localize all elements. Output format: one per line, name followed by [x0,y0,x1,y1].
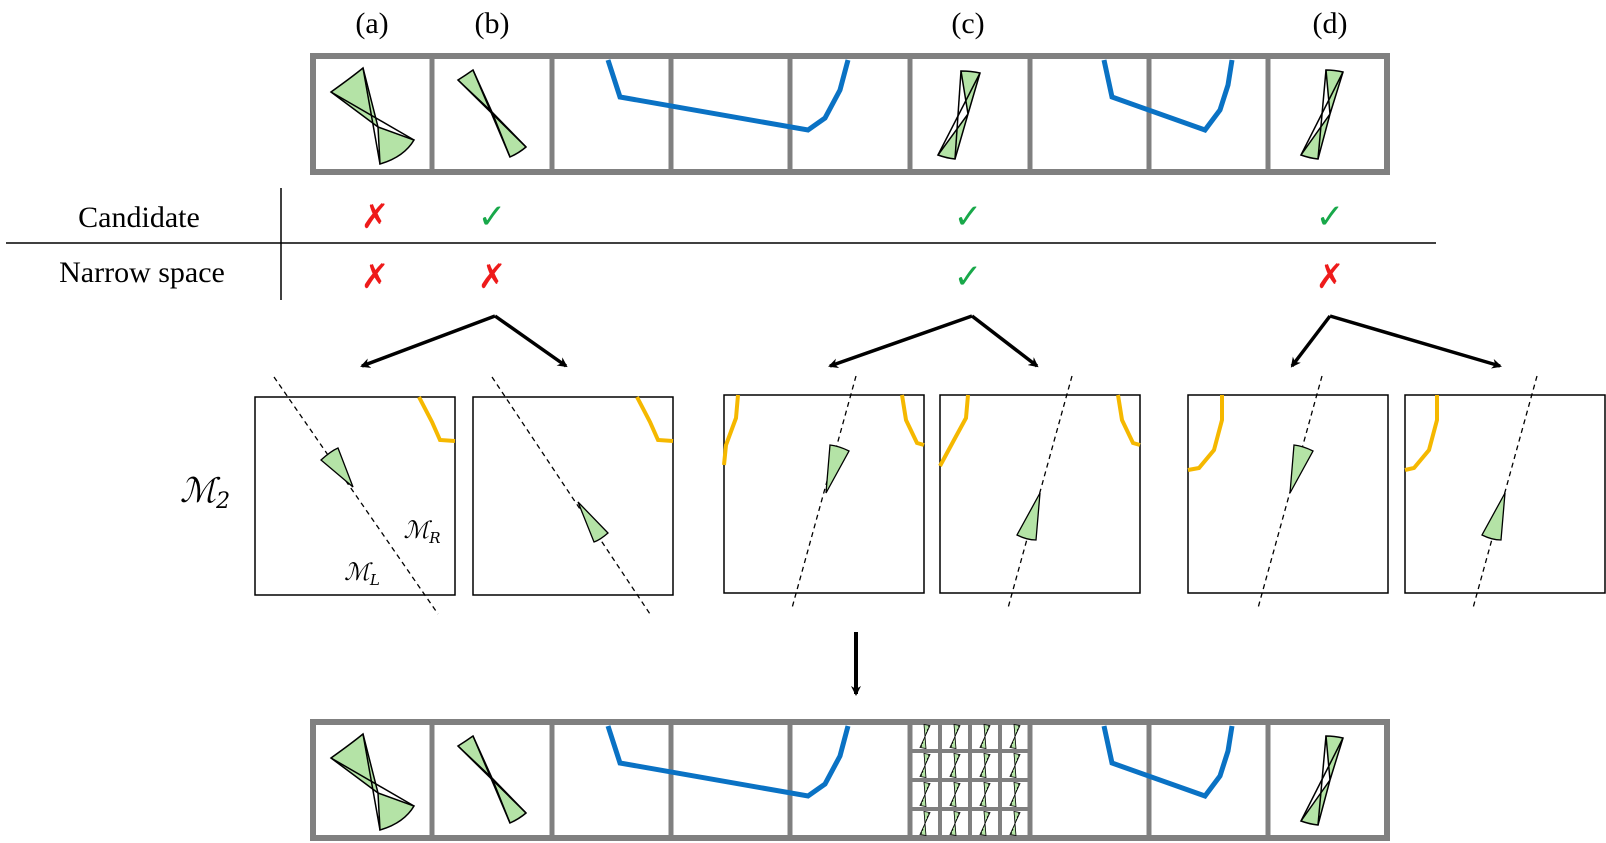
mini-wedge-icon [979,782,991,807]
split-arrows [360,314,1502,369]
submap-c-left [722,375,925,609]
candidate-c-check-icon: ✓ [954,197,983,237]
mini-wedge-icon [919,753,931,778]
status-table: Candidate Narrow space ✗ ✓ ✓ ✓ ✗ ✗ ✓ ✗ [6,188,1436,300]
submap-b-right [472,376,674,615]
bottom-wedge-icon-b [456,734,528,825]
column-label-b: (b) [475,7,510,40]
submap-d-left [1187,375,1389,609]
mini-wedge-icon [919,782,931,807]
blue-path-2 [1101,59,1235,133]
mini-wedge-icon [979,724,991,749]
narrow-d-cross-icon: ✗ [1316,257,1345,297]
mini-wedge-icon [949,753,961,778]
bottom-blue-path-1 [605,725,851,799]
top-grid-strip [310,53,1390,175]
candidate-b-check-icon: ✓ [478,197,507,237]
mini-wedge-icon [919,811,931,836]
submap-b-left: ℳR ℳL [254,376,456,615]
mini-wedge-icon [949,811,961,836]
candidate-d-check-icon: ✓ [1316,197,1345,237]
mini-wedge-icon [1009,724,1021,749]
wedge-icon-b [456,68,528,159]
bottom-blue-path-2 [1101,725,1235,799]
mini-wedge-icon [1009,753,1021,778]
submap-panels: ℳR ℳL [254,375,1606,615]
subdivided-cell [910,722,1030,838]
region-label-left: ℳL [344,558,380,589]
blue-path-1 [605,59,851,133]
map-label: ℳ2 [180,471,230,514]
wedge-icon-a [329,66,416,165]
wedge-icon-c [936,70,981,160]
column-label-c: (c) [951,7,984,40]
mini-wedge-icon [919,724,931,749]
candidate-row-label: Candidate [78,201,200,234]
narrow-c-check-icon: ✓ [954,257,983,297]
mini-wedge-icon [949,782,961,807]
bottom-grid-strip [310,719,1390,841]
bottom-wedge-icon-a [329,732,416,831]
mini-wedge-icon [1009,782,1021,807]
submap-d-right [1404,375,1606,609]
mini-wedge-icon [979,811,991,836]
narrow-a-cross-icon: ✗ [361,257,390,297]
mini-wedge-icon [949,724,961,749]
column-label-d: (d) [1313,7,1348,40]
mini-wedge-icon [1009,811,1021,836]
region-label-right: ℳR [404,516,441,547]
narrow-b-cross-icon: ✗ [478,257,507,297]
mini-wedge-icon [979,753,991,778]
narrow-space-row-label: Narrow space [59,256,225,289]
column-label-a: (a) [355,7,388,40]
submap-c-right [938,375,1141,609]
bottom-wedge-icon-d [1299,735,1344,826]
wedge-icon-d [1299,69,1344,160]
candidate-a-cross-icon: ✗ [361,197,390,237]
